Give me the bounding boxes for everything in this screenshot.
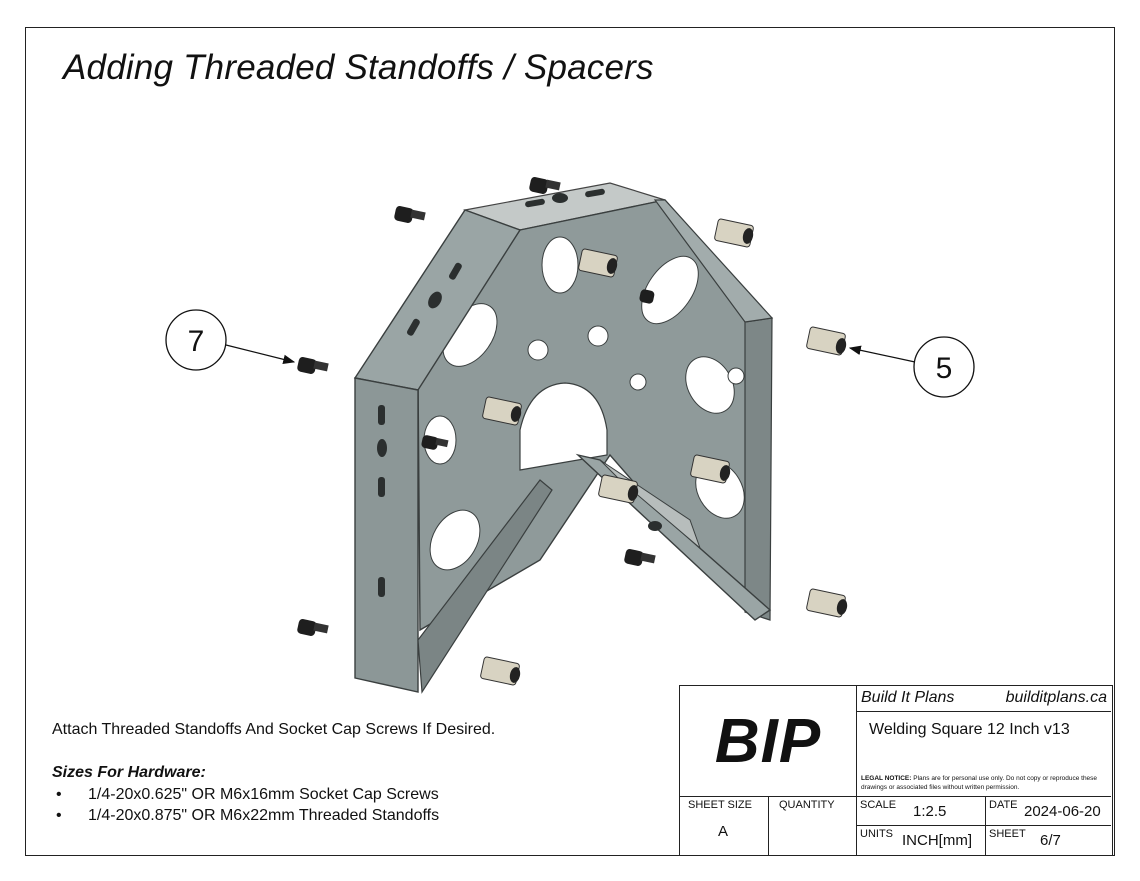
callout-5-bubble <box>913 336 975 398</box>
socket-cap-screw <box>421 435 449 450</box>
drawing-frame <box>25 27 1115 856</box>
threaded-standoff <box>480 656 521 686</box>
flange-slot <box>378 477 385 497</box>
socket-cap-screw <box>297 619 329 636</box>
threaded-standoff <box>806 326 847 356</box>
scale-cell: SCALE 1:2.5 <box>857 797 986 826</box>
top-tab-hole <box>552 193 568 203</box>
top-tab-slot <box>525 198 545 208</box>
callout-5-leader <box>848 345 916 363</box>
callout-7-leader <box>225 344 296 365</box>
drawing-name: Welding Square 12 Inch v13 <box>869 721 1070 738</box>
sheet-size-label: SHEET SIZE <box>688 799 752 811</box>
plate-hole <box>587 325 609 347</box>
callout-5-label: 5 <box>936 352 953 385</box>
lower-left-diagonal-flange <box>417 479 553 694</box>
center-arch-cutout <box>519 382 608 471</box>
sheet-size-cell: SHEET SIZE A <box>680 797 769 855</box>
flange-slot <box>407 318 420 336</box>
scale-label: SCALE <box>860 799 897 811</box>
flange-hole <box>377 439 387 457</box>
legal-notice-text: Plans are for personal use only. Do not … <box>861 775 1098 791</box>
plate-hole <box>527 339 549 361</box>
hardware-heading: Sizes For Hardware: <box>52 764 206 781</box>
logo-cell: BIP <box>680 686 857 797</box>
plate-hole <box>727 367 745 385</box>
threaded-standoff <box>598 474 639 504</box>
plate-hole <box>641 255 699 325</box>
quantity-label: QUANTITY <box>779 799 835 811</box>
hardware-item-screws: 1/4-20x0.625" OR M6x16mm Socket Cap Scre… <box>52 784 439 805</box>
socket-cap-screw <box>297 357 329 374</box>
title-block: BIP Build It Plans builditplans.ca Weldi… <box>679 685 1113 856</box>
threaded-standoff <box>578 248 618 278</box>
callout-7-bubble <box>165 309 227 371</box>
drawing-name-cell: Welding Square 12 Inch v13 LEGAL NOTICE:… <box>857 712 1111 797</box>
company-website: builditplans.ca <box>1005 689 1107 706</box>
threaded-standoff <box>482 396 522 426</box>
flange-slot <box>378 577 385 597</box>
units-label: UNITS <box>860 828 893 840</box>
sheet-value: 6/7 <box>1040 832 1061 849</box>
flange-slot <box>449 262 462 280</box>
hardware-item-standoffs: 1/4-20x0.875" OR M6x22mm Threaded Stando… <box>52 805 439 826</box>
threaded-standoff <box>806 588 848 618</box>
sheet-size-value: A <box>718 823 729 840</box>
scale-value: 1:2.5 <box>913 803 947 820</box>
company-cell: Build It Plans builditplans.ca <box>857 686 1111 712</box>
plate-hole <box>429 509 481 571</box>
arm-hole <box>648 521 662 531</box>
date-value: 2024-06-20 <box>1024 803 1101 820</box>
upper-right-flange <box>653 199 774 323</box>
legal-notice: LEGAL NOTICE: Plans are for personal use… <box>861 774 1111 792</box>
hardware-list: 1/4-20x0.625" OR M6x16mm Socket Cap Scre… <box>52 784 439 826</box>
date-cell: DATE 2024-06-20 <box>986 797 1111 826</box>
socket-cap-screw <box>639 289 655 304</box>
socket-cap-screw <box>394 206 426 223</box>
top-tab-slot <box>585 188 605 198</box>
flange-hole <box>428 291 442 309</box>
sheet-cell: SHEET 6/7 <box>986 826 1111 855</box>
callout-7-label: 7 <box>188 325 205 358</box>
assembly-note: Attach Threaded Standoffs And Socket Cap… <box>52 721 496 738</box>
socket-cap-screw <box>529 177 561 194</box>
threaded-standoff <box>690 454 731 484</box>
units-value: INCH[mm] <box>902 832 972 849</box>
drawing-title: Adding Threaded Standoffs / Spacers <box>63 48 654 87</box>
date-label: DATE <box>989 799 1018 811</box>
quantity-cell: QUANTITY <box>769 797 857 855</box>
flange-slot <box>378 405 385 425</box>
plate-hole <box>541 236 579 294</box>
company-name: Build It Plans <box>861 689 955 706</box>
plate-hole <box>629 373 647 391</box>
legal-notice-label: LEGAL NOTICE: <box>861 775 912 782</box>
left-vertical-flange <box>354 377 419 693</box>
units-cell: UNITS INCH[mm] <box>857 826 986 855</box>
threaded-standoff <box>714 218 754 248</box>
bip-logo: BIP <box>714 706 822 776</box>
sheet-label: SHEET <box>989 828 1026 840</box>
right-vertical-flange <box>744 317 773 621</box>
socket-cap-screw <box>624 549 656 566</box>
